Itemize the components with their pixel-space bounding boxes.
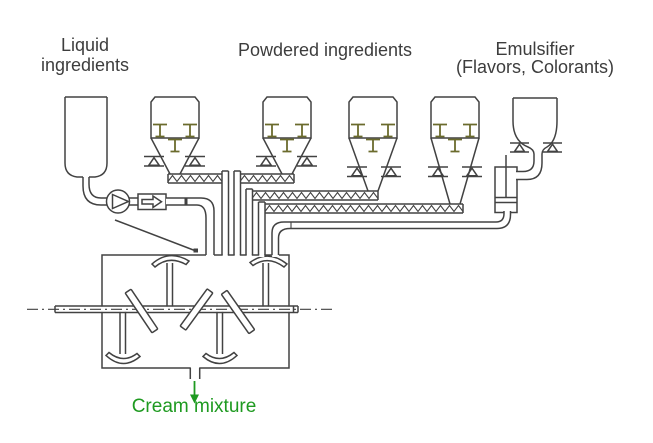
- agitator-icon: [183, 123, 197, 138]
- liquid-pipe-to-mixer: [166, 197, 215, 257]
- load-cell-icon: [144, 155, 164, 167]
- piston-plate: [495, 196, 517, 204]
- pipe-coupling: [184, 198, 188, 206]
- drop-pipe-4: [257, 201, 266, 257]
- screw-conveyor-2: [239, 173, 295, 184]
- label-cream-mixture: Cream mixture: [131, 396, 257, 417]
- mixer-shaft: [27, 305, 332, 314]
- agitator-icon: [168, 138, 182, 153]
- agitator-icon: [280, 138, 294, 153]
- label-emulsifier-line2: (Flavors, Colorants): [455, 57, 615, 77]
- agitator-icon: [433, 123, 447, 138]
- powder-hopper-2: [256, 96, 317, 175]
- check-valve-icon: [137, 193, 167, 211]
- load-cell-icon: [543, 142, 562, 153]
- powder-hopper-1: [144, 96, 205, 175]
- label-emulsifier-line1: Emulsifier: [495, 39, 575, 59]
- pump-icon: [105, 189, 131, 214]
- emulsifier-pipe: [271, 211, 512, 257]
- load-cell-icon: [462, 166, 482, 178]
- load-cell-icon: [381, 166, 401, 178]
- mixer-blade-center: [179, 288, 214, 331]
- mixer-paddle-bottom-left: [104, 351, 142, 365]
- label-liquid-line1: Liquid: [60, 35, 110, 55]
- screw-conveyor-4: [264, 203, 464, 214]
- agitator-icon: [366, 138, 380, 153]
- mixer-outlet: [189, 366, 201, 379]
- agitator-icon: [153, 123, 167, 138]
- piston-doser: [494, 155, 518, 214]
- label-liquid-line2: ingredients: [40, 55, 130, 75]
- load-cell-icon: [256, 155, 276, 167]
- spray-lance: [114, 219, 198, 253]
- load-cell-icon: [297, 155, 317, 167]
- agitator-icon: [351, 123, 365, 138]
- mixer-blade-right: [221, 289, 255, 335]
- agitator-icon: [381, 123, 395, 138]
- hopper-funnel: [348, 137, 398, 192]
- screw-conveyor-1: [167, 173, 223, 184]
- powder-hopper-3: [347, 96, 401, 192]
- drop-pipe-2: [233, 170, 242, 257]
- mixer-arm-bottom-left: [119, 311, 127, 354]
- flow-arrow-icon: [190, 381, 199, 404]
- mixer-paddle-bottom-right: [201, 351, 239, 365]
- screw-conveyor-3: [251, 190, 379, 201]
- drop-pipe-3: [245, 188, 254, 257]
- load-cell-icon: [185, 155, 205, 167]
- emulsifier-tank: [510, 97, 562, 181]
- mixer-blade-left: [124, 288, 159, 334]
- load-cell-icon: [428, 166, 448, 178]
- drop-pipe-1: [221, 170, 230, 257]
- powder-hopper-4: [428, 96, 482, 205]
- label-emulsifier: Emulsifier (Flavors, Colorants): [428, 40, 642, 76]
- agitator-icon: [265, 123, 279, 138]
- agitator-icon: [448, 138, 462, 153]
- agitator-icon: [295, 123, 309, 138]
- label-liquid-ingredients: Liquid ingredients: [10, 35, 160, 75]
- mixer-paddle-top-left: [150, 255, 191, 269]
- liquid-tank: [64, 96, 108, 178]
- mixer-arm-top-left: [166, 263, 174, 307]
- mixer-arm-bottom-right: [216, 311, 224, 354]
- mixer-arm-top-right: [262, 263, 270, 307]
- agitator-icon: [463, 123, 477, 138]
- load-cell-icon: [347, 166, 367, 178]
- liquid-pipe: [82, 177, 139, 206]
- label-powdered-ingredients: Powdered ingredients: [237, 40, 413, 60]
- load-cell-icon: [510, 142, 529, 153]
